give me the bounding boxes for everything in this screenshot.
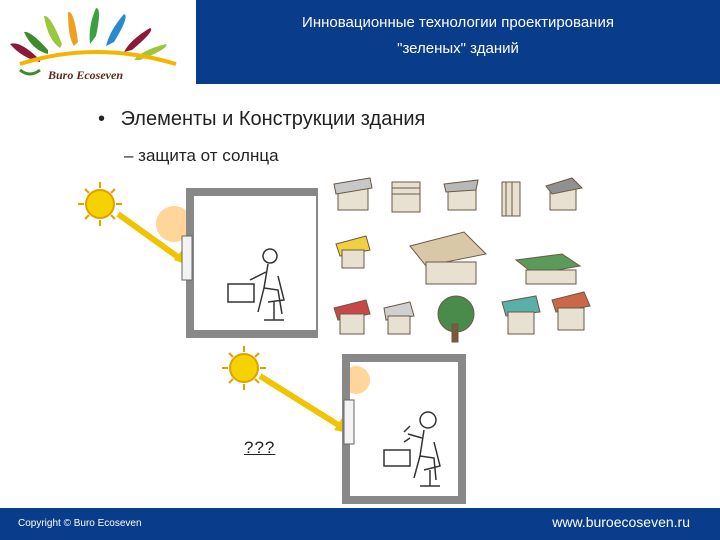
room-illustration-1 [78, 182, 318, 338]
header-band [196, 0, 720, 84]
logo-leaf-icon [10, 8, 177, 76]
chair-icon [420, 441, 441, 487]
title-line-1: Инновационные технологии проектирования [302, 14, 614, 31]
shading-catalog [333, 177, 591, 343]
sun-icon [78, 182, 122, 226]
chair-icon [264, 275, 285, 321]
website-link[interactable]: www.buroecoseven.ru [552, 514, 690, 530]
page-title: Инновационные технологии проектирования … [196, 10, 720, 62]
person-icon [383, 411, 437, 481]
logo-area: Buro Ecoseven [0, 0, 196, 84]
bullet-heading: • Элементы и Конструкции здания [98, 108, 425, 131]
footer-band [0, 508, 720, 540]
title-line-2: "зеленых" зданий [397, 40, 519, 57]
question-marks: ??? [244, 438, 276, 457]
logo-text: Buro Ecoseven [48, 68, 123, 82]
room-illustration-2 [222, 346, 466, 504]
person-icon [227, 248, 283, 315]
sub-bullet: – защита от солнца [124, 146, 279, 165]
sun-arrow [258, 373, 342, 429]
copyright: Copyright © Buro Ecoseven [18, 518, 142, 529]
sun-arrow [116, 211, 184, 263]
sun-icon [222, 346, 266, 390]
bullet-text: Элементы и Конструкции здания [120, 108, 426, 130]
bullet-marker: • [98, 108, 106, 130]
